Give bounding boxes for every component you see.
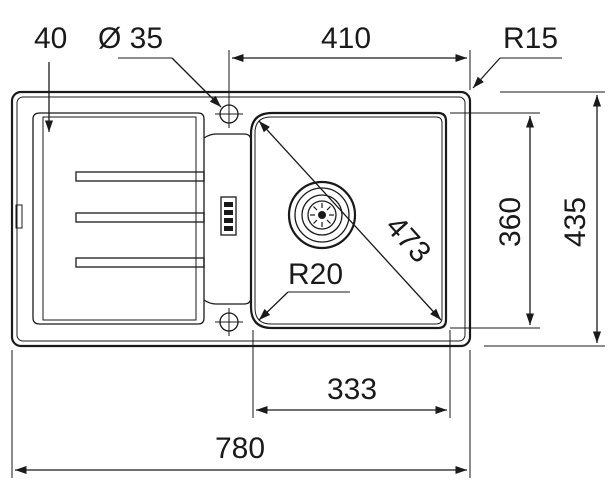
dimension-tap-hole: Ø 35 [98, 22, 222, 108]
tap-hole-cross-icon [215, 308, 243, 336]
dimension-outer-radius: R15 [472, 22, 562, 89]
dim-label-tap-hole: Ø 35 [98, 22, 163, 55]
dimension-bowl-radius: R20 [258, 258, 350, 321]
drainer-area [15, 112, 205, 325]
bowl [203, 111, 448, 330]
dim-label-overall-width: 780 [215, 432, 265, 465]
dimension-bowl-height: 360 [450, 112, 540, 329]
dim-label-drainer-offset: 40 [34, 22, 67, 55]
overflow-slot-icon [220, 196, 237, 236]
dim-label-bowl-width: 410 [321, 22, 371, 55]
dimension-drainer-offset: 40 [34, 22, 67, 132]
dim-label-outer-radius: R15 [503, 22, 558, 55]
dimension-bowl-width: 410 [228, 22, 471, 105]
dim-label-bowl-height: 360 [494, 197, 527, 247]
dimension-overall-width: 780 [11, 350, 471, 478]
dim-label-bowl-bottom-width: 333 [327, 373, 377, 406]
dim-label-bowl-diagonal: 473 [379, 210, 437, 269]
dim-label-overall-height: 435 [559, 197, 592, 247]
dimension-overall-height: 435 [484, 91, 605, 347]
dimension-bowl-bottom-width: 333 [252, 330, 451, 418]
sink-outline [10, 90, 472, 348]
dim-label-bowl-radius: R20 [288, 258, 343, 291]
dimension-bowl-diagonal: 473 [258, 120, 442, 321]
